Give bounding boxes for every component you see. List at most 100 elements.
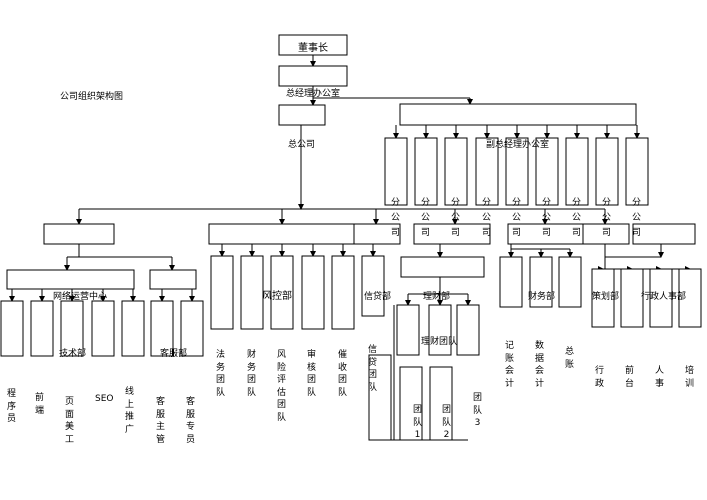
tech-role-box-2 [30, 300, 54, 357]
finance-role-box-3 [558, 256, 582, 308]
branch-label-char: 公 [632, 213, 642, 223]
branch-box-9 [625, 137, 649, 206]
planning-group-box [582, 223, 630, 245]
dept-credit: 信贷部 [364, 292, 392, 302]
branch-box-7 [565, 137, 589, 206]
admin-role-box-1 [591, 268, 615, 328]
tech-role-box-3 [60, 300, 84, 357]
wealth-box [400, 256, 485, 278]
risk-role-box-2 [240, 255, 264, 330]
credit-group-box [353, 223, 401, 245]
admin-role-box-3 [649, 268, 673, 328]
role-admin: 行政 [594, 366, 604, 389]
admin-hr-group-box [632, 223, 696, 245]
finance-role-box-1 [499, 256, 523, 308]
branch-label-char: 分 [451, 198, 461, 208]
branch-label-char: 公 [572, 213, 582, 223]
risk-role-box-1 [210, 255, 234, 330]
wealth-group-box [413, 223, 491, 245]
dept-customer-service: 客服部 [160, 349, 188, 359]
role-frontend: 前端 [34, 393, 44, 416]
dept-tech: 技术部 [59, 349, 87, 359]
role-ui: 页面美工 [64, 397, 74, 445]
branch-box-1 [384, 137, 408, 206]
cs-role-box-2 [180, 300, 204, 357]
cs-role-box-1 [150, 300, 174, 357]
credit-team-box [361, 255, 385, 317]
role-reception: 前台 [624, 366, 634, 389]
risk-group-box [208, 223, 355, 245]
company-label: 总公司 [288, 140, 316, 150]
deputy-gm-office-box [399, 103, 637, 126]
role-hr: 人事 [654, 366, 664, 389]
role-team2: 团队2 [441, 405, 451, 440]
role-credit-team: 信贷团队 [367, 345, 377, 393]
chart-title: 公司组织架构图 [60, 92, 124, 102]
wealth-team-box-1 [396, 304, 420, 356]
dept-finance: 财务部 [528, 292, 556, 302]
role-team3: 团队3 [472, 393, 482, 428]
dept-wealth: 理财部 [423, 292, 451, 302]
branch-label-char: 分 [421, 198, 431, 208]
team1-box [399, 366, 423, 441]
network-ops-box [6, 269, 135, 290]
branch-label-char: 分 [542, 198, 552, 208]
team2-box [429, 366, 453, 441]
board-box [278, 34, 348, 56]
branch-label-char: 分 [512, 198, 522, 208]
branch-label-char: 公 [451, 213, 461, 223]
branch-label-char: 司 [482, 228, 492, 238]
branch-label-char: 分 [391, 198, 401, 208]
credit-team-sub-box [368, 354, 392, 441]
branch-label-char: 司 [542, 228, 552, 238]
branch-label-char: 公 [542, 213, 552, 223]
role-legal-team: 法务团队 [215, 350, 225, 398]
branch-box-3 [444, 137, 468, 206]
dept-wealth-team: 理财团队 [421, 337, 458, 347]
branch-label-char: 公 [421, 213, 431, 223]
deputy-gm-office-label: 副总经理办公室 [486, 140, 550, 150]
wealth-team-box-3 [456, 304, 480, 356]
branch-box-4 [475, 137, 499, 206]
dept-planning: 策划部 [592, 292, 620, 302]
role-bookkeeping: 记账会计 [504, 341, 514, 389]
branch-label-char: 司 [391, 228, 401, 238]
dept-admin-hr: 行政人事部 [641, 292, 687, 302]
gm-office-label: 总经理办公室 [286, 89, 341, 99]
role-seo: SEO [95, 394, 114, 404]
role-training: 培训 [684, 366, 694, 389]
role-data-accounting: 数据会计 [534, 341, 544, 389]
branch-box-6 [535, 137, 559, 206]
branch-label-char: 司 [632, 228, 642, 238]
branch-box-2 [414, 137, 438, 206]
branch-label-char: 司 [421, 228, 431, 238]
role-finance-team: 财务团队 [246, 350, 256, 398]
role-programmer: 程序员 [6, 389, 16, 424]
branch-label-char: 公 [391, 213, 401, 223]
branch-label-char: 司 [512, 228, 522, 238]
tech-role-box-4 [91, 300, 115, 357]
dept-risk: 风控部 [262, 291, 292, 302]
network-ops-group-box [43, 223, 115, 245]
customer-service-group-box [149, 269, 197, 290]
company-box [278, 104, 326, 126]
dept-network-ops: 网络运营中心 [53, 292, 108, 302]
branch-label-char: 分 [572, 198, 582, 208]
gm-office-box [278, 65, 348, 87]
role-collection-team: 催收团队 [337, 350, 347, 398]
role-team1: 团队1 [412, 405, 422, 440]
tech-role-box-5 [121, 300, 145, 357]
risk-role-box-4 [301, 255, 325, 330]
risk-role-box-3 [270, 255, 294, 330]
branch-label-char: 分 [632, 198, 642, 208]
wealth-team-box-2 [428, 304, 452, 356]
branch-label-char: 分 [482, 198, 492, 208]
org-boxes [0, 34, 702, 441]
role-cs-staff: 客服专员 [185, 397, 195, 445]
board-label: 董事长 [298, 43, 328, 54]
role-cashier: 总账 [564, 347, 574, 370]
branch-label-char: 司 [451, 228, 461, 238]
role-online-promo: 线上推广 [124, 387, 134, 435]
finance-role-box-2 [529, 256, 553, 308]
branch-label-char: 公 [602, 213, 612, 223]
